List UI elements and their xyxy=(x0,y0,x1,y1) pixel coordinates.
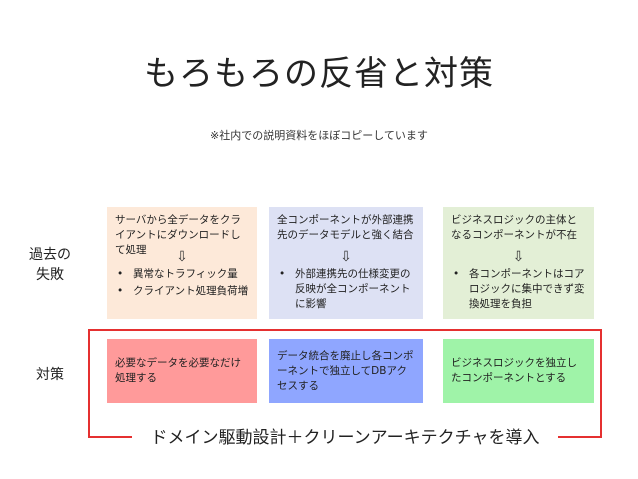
down-arrow-icon: ⇩ xyxy=(512,249,525,265)
measure-box-3: ビジネスロジックを独立したコンポーネントとする xyxy=(443,339,594,403)
past-failure-list: 異常なトラフィック量 クライアント処理負荷増 xyxy=(115,267,251,301)
slide-title: もろもろの反省と対策 xyxy=(144,54,494,94)
past-failure-head: サーバから全データをクライアントにダウンロードして処理 xyxy=(115,214,241,256)
list-item: 各コンポーネントはコアロジックに集中できず変換処理を負担 xyxy=(451,267,588,312)
measure-box-1: 必要なデータを必要なだけ処理する xyxy=(107,339,257,403)
past-failure-box-1: サーバから全データをクライアントにダウンロードして処理 ⇩ 異常なトラフィック量… xyxy=(107,207,257,319)
past-failure-list: 各コンポーネントはコアロジックに集中できず変換処理を負担 xyxy=(451,267,588,314)
note-text: ※社内での説明資料をほぼコピーしています xyxy=(210,129,428,142)
past-failure-box-3: ビジネスロジックの主体となるコンポーネントが不在 ⇩ 各コンポーネントはコアロジ… xyxy=(443,207,594,319)
conclusion-text: ドメイン駆動設計＋クリーンアーキテクチャを導入 xyxy=(132,427,558,449)
measure-text: ビジネスロジックを独立したコンポーネントとする xyxy=(451,357,577,384)
measure-text: データ統合を廃止し各コンポーネントで独立してDBアクセスする xyxy=(277,349,414,392)
past-failure-head: ビジネスロジックの主体となるコンポーネントが不在 xyxy=(451,214,577,241)
down-arrow-icon: ⇩ xyxy=(340,249,352,265)
past-failure-head: 全コンポーネントが外部連携先のデータモデルと強く結合 xyxy=(277,214,414,241)
list-item: クライアント処理負荷増 xyxy=(115,284,251,299)
measure-text: 必要なデータを必要なだけ処理する xyxy=(115,357,241,384)
measure-box-2: データ統合を廃止し各コンポーネントで独立してDBアクセスする xyxy=(269,339,423,403)
row-label-measures: 対策 xyxy=(36,367,64,383)
list-item: 外部連携先の仕様変更の反映が全コンポーネントに影響 xyxy=(277,267,417,312)
past-failure-list: 外部連携先の仕様変更の反映が全コンポーネントに影響 xyxy=(277,267,417,314)
down-arrow-icon: ⇩ xyxy=(176,249,188,265)
past-failure-box-2: 全コンポーネントが外部連携先のデータモデルと強く結合 ⇩ 外部連携先の仕様変更の… xyxy=(269,207,423,319)
list-item: 異常なトラフィック量 xyxy=(115,267,251,282)
row-label-past-text: 過去の 失敗 xyxy=(29,247,71,283)
row-label-past-failures: 過去の 失敗 xyxy=(20,245,80,285)
